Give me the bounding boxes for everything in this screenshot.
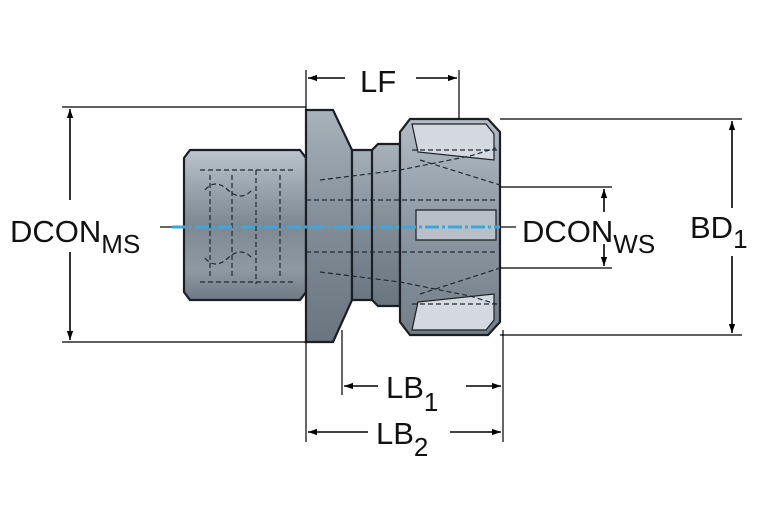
lb1-label: LB1 xyxy=(386,370,438,417)
extension-lines xyxy=(62,70,742,442)
dcon-ms-label: DCONMS xyxy=(10,214,140,259)
bd1-label: BD1 xyxy=(690,210,748,254)
adapter-part xyxy=(172,108,502,344)
dcon-ws-label: DCONWS xyxy=(522,214,655,259)
lf-label: LF xyxy=(360,64,396,99)
nut-flutes xyxy=(411,123,497,331)
shank xyxy=(182,148,308,302)
lb2-label: LB2 xyxy=(376,416,428,462)
dimension-lines xyxy=(66,74,736,436)
